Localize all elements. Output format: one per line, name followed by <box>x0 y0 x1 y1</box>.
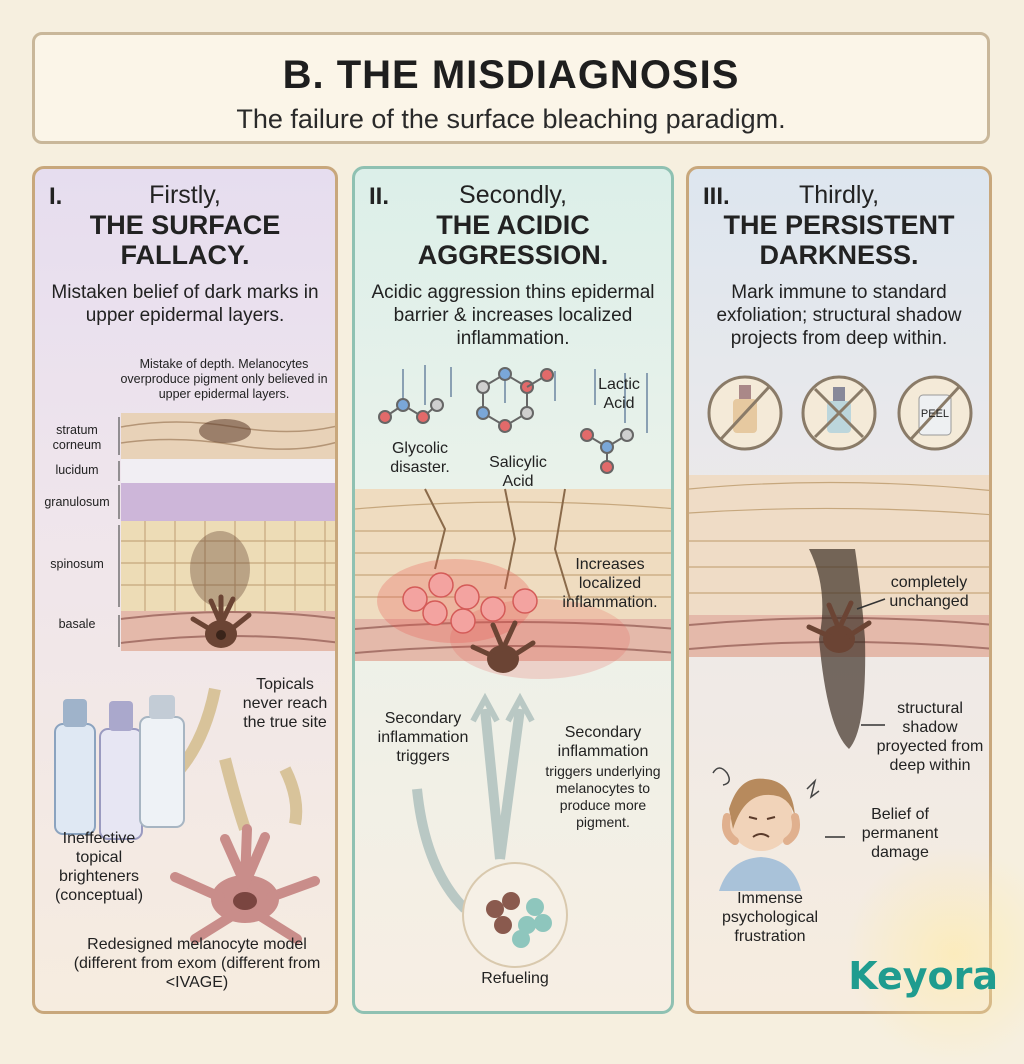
deep-pigment-shadow <box>190 531 250 607</box>
trigger2-label: Secondary inflammation <box>557 724 649 760</box>
glycolic-molecule <box>378 398 444 424</box>
panel-ordinal: Firstly, <box>149 181 221 209</box>
label-basale: basale <box>58 617 96 631</box>
page-title: B. THE MISDIAGNOSIS <box>282 53 740 97</box>
acid-label-salicylic: Salicylic Acid <box>489 454 547 490</box>
salicylic-molecule <box>476 367 554 433</box>
damage-label: Belief of permanent damage <box>861 806 939 861</box>
melanocyte-cell <box>190 594 252 648</box>
panel-heading: Thirdly, THE PERSISTENT DARKNESS. <box>689 181 989 270</box>
depth-note: Mistake of depth. Melanocytes overproduc… <box>120 357 328 401</box>
up-arrows <box>480 708 525 860</box>
panel-ordinal: Thirdly, <box>798 181 880 209</box>
panel-description: Mark immune to standard exfoliation; str… <box>716 282 962 349</box>
panel-surface-fallacy: I. Firstly, THE SURFACE FALLACY. Mistake… <box>32 166 338 1014</box>
panel-heading-line2: FALLACY. <box>120 240 250 270</box>
panel-description: Mistaken belief of dark marks in upper e… <box>51 282 319 326</box>
model-label: Redesigned melanocyte model (different f… <box>73 936 321 991</box>
label-lucidum: lucidum <box>55 463 99 477</box>
acid-label-glycolic: Glycolic disaster. <box>390 440 450 476</box>
panel-heading-line2: DARKNESS. <box>759 240 919 270</box>
barrier-cracks <box>424 488 571 600</box>
stress-zigzag-icon <box>806 778 820 799</box>
acid-label-lactic: Lactic Acid <box>598 376 640 412</box>
panel-number: II. <box>369 183 390 210</box>
label-stratum-corneum: stratum corneum <box>52 423 102 452</box>
arrow-down <box>175 687 221 773</box>
panel-description: Acidic aggression thins epidermal barrie… <box>371 282 655 349</box>
bottles-label: Ineffective topical brighteners (concept… <box>54 830 144 904</box>
crossed-out-products <box>707 375 973 451</box>
panel-ordinal: Secondly, <box>459 181 567 209</box>
page-subtitle: The failure of the surface bleaching par… <box>236 104 786 134</box>
panel-heading: Secondly, THE ACIDIC AGGRESSION. <box>355 181 671 270</box>
topicals-label: Topicals never reach the true site <box>242 676 328 731</box>
falling-acid-arrows <box>402 365 648 433</box>
label-granulosum: granulosum <box>44 495 110 509</box>
label-spinosum: spinosum <box>50 557 104 571</box>
dark-mark <box>199 419 251 443</box>
panel-persistent-darkness: III. Thirdly, THE PERSISTENT DARKNESS. M… <box>686 166 992 1014</box>
panel-heading-line1: THE PERSISTENT <box>723 210 955 240</box>
persistent-mark-illustration <box>689 375 989 891</box>
refuel-label: Refueling <box>481 970 549 987</box>
stress-swirl-icon <box>712 767 730 786</box>
inflamed-cells <box>402 572 538 634</box>
shadow-label: structural shadow proyected from deep wi… <box>876 700 984 774</box>
melanocyte-cell <box>806 600 872 653</box>
skin-layers-illustration <box>54 413 335 944</box>
panel-heading-line2: AGGRESSION. <box>417 240 609 270</box>
frustrated-person <box>712 767 820 891</box>
lactic-molecule <box>580 428 634 474</box>
trigger-label: Secondary inflammation triggers <box>377 710 469 765</box>
panel-heading-line1: THE ACIDIC <box>436 210 590 240</box>
unchanged-label: completely unchanged <box>889 574 969 610</box>
panel-acidic-aggression: II. Secondly, THE ACIDIC AGGRESSION. Aci… <box>352 166 674 1014</box>
panel-number: III. <box>703 183 730 210</box>
panel-heading: Firstly, THE SURFACE FALLACY. <box>35 181 335 270</box>
layer-granulosum <box>121 483 335 521</box>
trigger2-detail: triggers underlying melanocytes to produ… <box>545 763 661 830</box>
melanocyte-cell <box>470 620 536 673</box>
acid-damage-illustration <box>355 365 671 968</box>
panel-number: I. <box>49 183 63 210</box>
frustration-label: Immense psychological frustration <box>721 890 819 945</box>
layer-lucidum <box>121 459 335 483</box>
serum-bottles <box>54 695 185 840</box>
inflammation-label: Increases localized inflammation. <box>562 556 658 611</box>
redesigned-melanocyte-model <box>170 824 320 944</box>
panel-heading-line1: THE SURFACE <box>89 210 281 240</box>
peel-bottle-label: PEEL <box>920 408 950 420</box>
refuel-arrow <box>412 788 469 913</box>
refuel-pigment-circle <box>462 862 568 968</box>
brand-logo: Keyora <box>848 954 998 998</box>
header-banner: B. THE MISDIAGNOSIS The failure of the s… <box>32 32 990 144</box>
layer-spinosum <box>121 521 335 611</box>
